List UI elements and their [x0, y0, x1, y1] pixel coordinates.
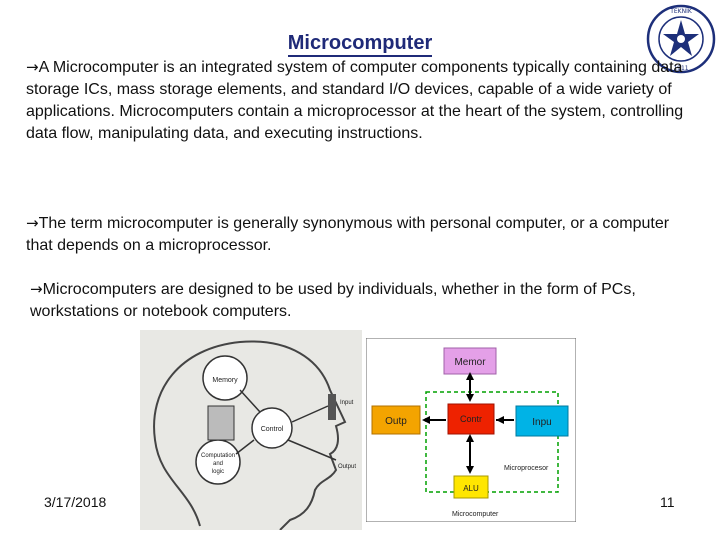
- memory-block-label: Memor: [454, 357, 486, 368]
- microcomputer-block-diagram: Memor Outp Contr Inpu ALU Microprocesor …: [366, 338, 576, 522]
- computation-label-2: and: [213, 461, 223, 467]
- arrow-right-icon: →: [26, 214, 39, 232]
- head-brain-diagram: Memory Control Computation and logic Inp…: [140, 330, 362, 530]
- output-block: [371, 405, 421, 435]
- microprocessor-frame: [425, 391, 559, 493]
- input-block: [515, 405, 569, 437]
- svg-text:TEKNİK: TEKNİK: [669, 8, 693, 15]
- memory-node: [202, 355, 248, 401]
- microprocessor-label: Microprocesor: [504, 465, 549, 472]
- paragraph-1: →A Microcomputer is an integrated system…: [26, 58, 684, 142]
- paragraph-3: →Microcomputers are designed to be used …: [30, 280, 636, 320]
- university-seal-logo: TEKNİK 1911: [646, 4, 716, 74]
- output-block-label: Outp: [385, 416, 407, 427]
- alu-block: [453, 475, 489, 499]
- control-block-label: Contr: [460, 414, 482, 424]
- input-block-label: Inpu: [532, 417, 551, 428]
- arrow-right-icon: →: [26, 58, 39, 76]
- control-label: Control: [261, 426, 284, 433]
- memory-label: Memory: [212, 377, 238, 384]
- input-label: Input: [340, 400, 354, 406]
- arrow-right-icon: →: [30, 280, 43, 298]
- control-block: [447, 403, 495, 435]
- slide-date: 3/17/2018: [44, 494, 107, 510]
- page-number: 11: [660, 494, 675, 510]
- svg-text:1911: 1911: [673, 65, 688, 72]
- diagram-caption: Microcomputer: [452, 511, 499, 518]
- control-node: [251, 407, 293, 449]
- brain-block: [207, 405, 235, 441]
- page-title: Microcomputer: [0, 32, 720, 57]
- memory-block: [443, 347, 497, 375]
- paragraph-2: →The term microcomputer is generally syn…: [26, 214, 670, 254]
- computation-label-3: logic: [212, 469, 224, 475]
- output-label: Output: [338, 464, 356, 470]
- alu-block-label: ALU: [463, 484, 479, 493]
- computation-label-1: Computation: [201, 453, 235, 459]
- head-outline: [153, 340, 347, 530]
